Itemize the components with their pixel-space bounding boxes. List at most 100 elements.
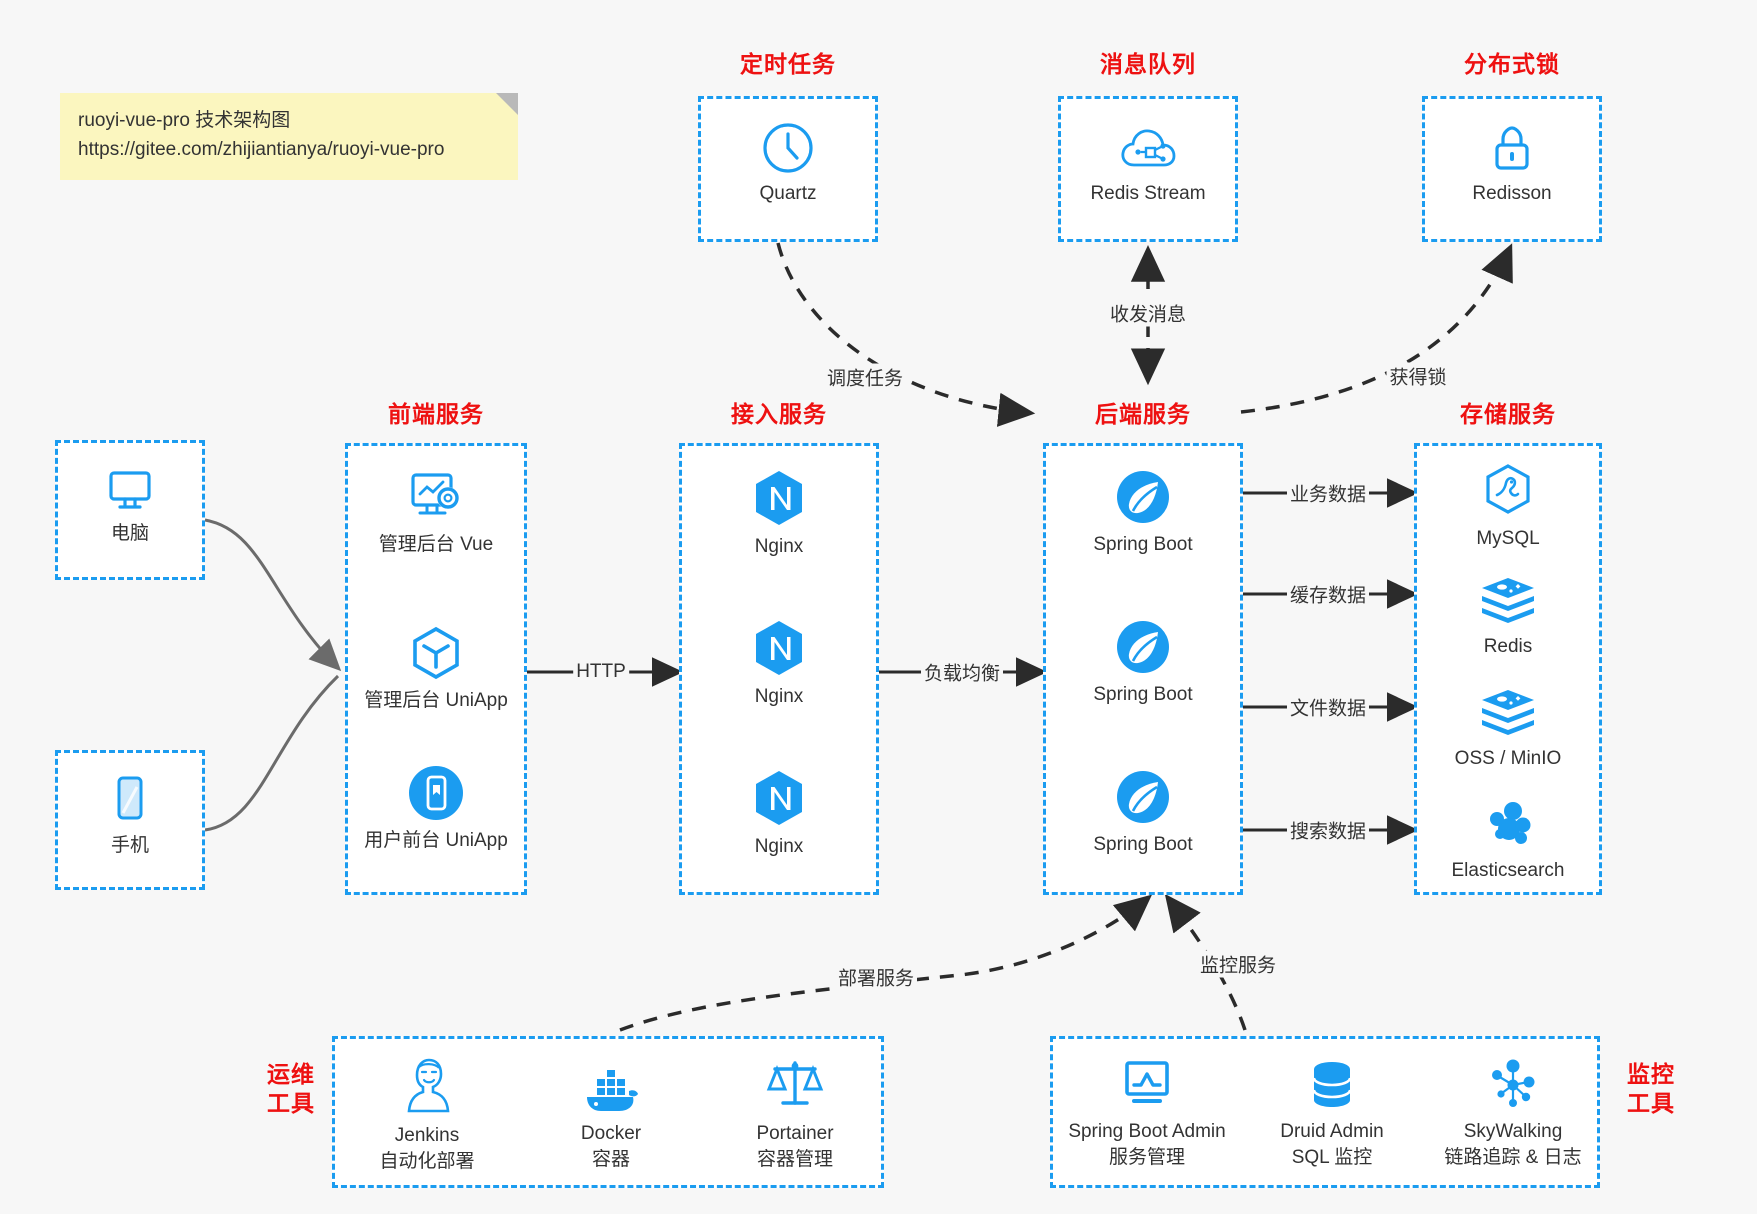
node-label: Spring Boot (1093, 834, 1193, 855)
node-label: Spring Boot (1093, 684, 1193, 705)
node-user-uniapp[interactable]: 用户前台 UniApp (348, 764, 524, 854)
node-nginx-3[interactable]: Nginx (682, 768, 876, 860)
edge-label-monitor-service: 监控服务 (1196, 950, 1280, 978)
edge-label-http: HTTP (573, 661, 629, 683)
database-icon (1312, 1062, 1352, 1107)
node-label: Nginx (754, 536, 804, 557)
node-sublabel: 链路追踪 & 日志 (1444, 1146, 1582, 1168)
group-box-client-mobile: 手机 (55, 750, 205, 890)
group-title-lock: 分布式锁 (1464, 51, 1560, 77)
node-label: Docker (580, 1123, 642, 1144)
node-redisson[interactable]: Redisson (1425, 121, 1599, 207)
spring-boot-icon (1117, 471, 1169, 523)
nginx-icon (756, 471, 802, 525)
node-skywalking[interactable]: SkyWalking 链路追踪 & 日志 (1423, 1055, 1603, 1170)
edge-label-mq-messages: 收发消息 (1106, 299, 1190, 327)
edge-label-load-balance: 负载均衡 (920, 658, 1004, 686)
node-admin-uniapp[interactable]: 管理后台 UniApp (348, 624, 524, 714)
info-note: ruoyi-vue-pro 技术架构图 https://gitee.com/zh… (60, 93, 518, 180)
node-label: Portainer (756, 1123, 834, 1144)
group-title-monitor: 监控 工具 (1622, 1060, 1680, 1118)
node-label: SkyWalking (1463, 1121, 1563, 1142)
mysql-icon (1486, 464, 1530, 514)
node-spring-boot-admin[interactable]: Spring Boot Admin 服务管理 (1053, 1055, 1241, 1170)
node-label: Spring Boot Admin (1068, 1121, 1226, 1142)
elasticsearch-icon (1490, 802, 1531, 844)
node-sublabel: 自动化部署 (379, 1150, 475, 1172)
node-oss-minio[interactable]: OSS / MinIO (1417, 686, 1599, 772)
node-label: Druid Admin (1280, 1121, 1384, 1142)
node-label: Redis (1483, 636, 1533, 657)
node-spring-boot-1[interactable]: Spring Boot (1046, 468, 1240, 558)
monitor-title-line1: 监控 (1627, 1061, 1675, 1087)
monitor-chart-icon (1125, 1061, 1169, 1103)
node-label: 管理后台 Vue (378, 534, 494, 555)
node-label: 手机 (110, 835, 149, 856)
note-url: https://gitee.com/zhijiantianya/ruoyi-vu… (78, 138, 445, 160)
group-box-backend: Spring Boot Spring Boot Spring Boot (1043, 443, 1243, 895)
node-desktop[interactable]: 电脑 (58, 465, 202, 547)
node-label: 管理后台 UniApp (364, 690, 508, 711)
devops-title-line1: 运维 (267, 1061, 315, 1087)
node-mysql[interactable]: MySQL (1417, 462, 1599, 552)
desktop-icon (109, 471, 151, 509)
node-redis[interactable]: Redis (1417, 574, 1599, 660)
group-title-devops: 运维 工具 (262, 1060, 320, 1118)
group-title-backend: 后端服务 (1095, 401, 1191, 427)
node-sublabel: 容器管理 (756, 1148, 833, 1170)
node-redis-stream[interactable]: Redis Stream (1061, 121, 1235, 207)
group-box-mq: Redis Stream (1058, 96, 1238, 242)
jenkins-icon (407, 1058, 450, 1113)
node-mobile[interactable]: 手机 (58, 773, 202, 859)
group-box-scheduled: Quartz (698, 96, 878, 242)
node-sublabel: 服务管理 (1108, 1146, 1185, 1168)
node-label: OSS / MinIO (1454, 748, 1562, 769)
cube-icon (413, 626, 459, 680)
node-label: 电脑 (110, 523, 149, 544)
devops-title-line2: 工具 (267, 1089, 315, 1116)
mobile-icon (117, 776, 143, 820)
group-title-scheduled: 定时任务 (740, 51, 836, 77)
node-druid-admin[interactable]: Druid Admin SQL 监控 (1241, 1057, 1423, 1170)
node-portainer[interactable]: Portainer 容器管理 (703, 1055, 887, 1172)
spring-boot-icon (1117, 771, 1169, 823)
note-title: ruoyi-vue-pro 技术架构图 (78, 110, 291, 131)
node-label: Nginx (754, 686, 804, 707)
node-admin-vue[interactable]: 管理后台 Vue (348, 468, 524, 558)
group-box-lock: Redisson (1422, 96, 1602, 242)
nginx-icon (756, 621, 802, 675)
group-box-storage: MySQL Redis OSS / MinIO (1414, 443, 1602, 895)
node-label: Nginx (754, 836, 804, 857)
scales-icon (766, 1061, 824, 1105)
node-label: Spring Boot (1093, 534, 1193, 555)
edge-label-schedule-task: 调度任务 (823, 363, 907, 391)
group-box-devops: Jenkins 自动化部署 Docker 容器 (332, 1036, 884, 1188)
edge-label-file-data: 文件数据 (1286, 693, 1370, 721)
group-title-mq: 消息队列 (1100, 51, 1196, 77)
group-title-gateway: 接入服务 (731, 401, 827, 427)
node-docker[interactable]: Docker 容器 (519, 1061, 703, 1172)
group-box-gateway: Nginx Nginx Nginx (679, 443, 879, 895)
node-nginx-2[interactable]: Nginx (682, 618, 876, 710)
node-spring-boot-2[interactable]: Spring Boot (1046, 618, 1240, 708)
node-jenkins[interactable]: Jenkins 自动化部署 (335, 1055, 519, 1174)
group-box-client-desktop: 电脑 (55, 440, 205, 580)
node-spring-boot-3[interactable]: Spring Boot (1046, 768, 1240, 858)
docker-icon (587, 1070, 638, 1111)
edge-label-deploy-service: 部署服务 (834, 963, 918, 991)
dashboard-settings-icon (411, 473, 459, 515)
edge-label-search-data: 搜索数据 (1286, 816, 1370, 844)
edge-label-acquire-lock: 获得锁 (1386, 362, 1450, 390)
node-elasticsearch[interactable]: Elasticsearch (1417, 796, 1599, 884)
node-quartz[interactable]: Quartz (701, 121, 875, 207)
lock-icon (1495, 126, 1529, 170)
spring-boot-icon (1117, 621, 1169, 673)
group-title-storage: 存储服务 (1460, 401, 1556, 427)
node-label: Redisson (1472, 183, 1552, 204)
group-box-monitor: Spring Boot Admin 服务管理 Druid Admin SQL 监… (1050, 1036, 1600, 1188)
node-sublabel: 容器 (591, 1148, 630, 1170)
node-nginx-1[interactable]: Nginx (682, 468, 876, 560)
node-label: Quartz (759, 183, 817, 204)
redis-icon (1482, 690, 1534, 735)
